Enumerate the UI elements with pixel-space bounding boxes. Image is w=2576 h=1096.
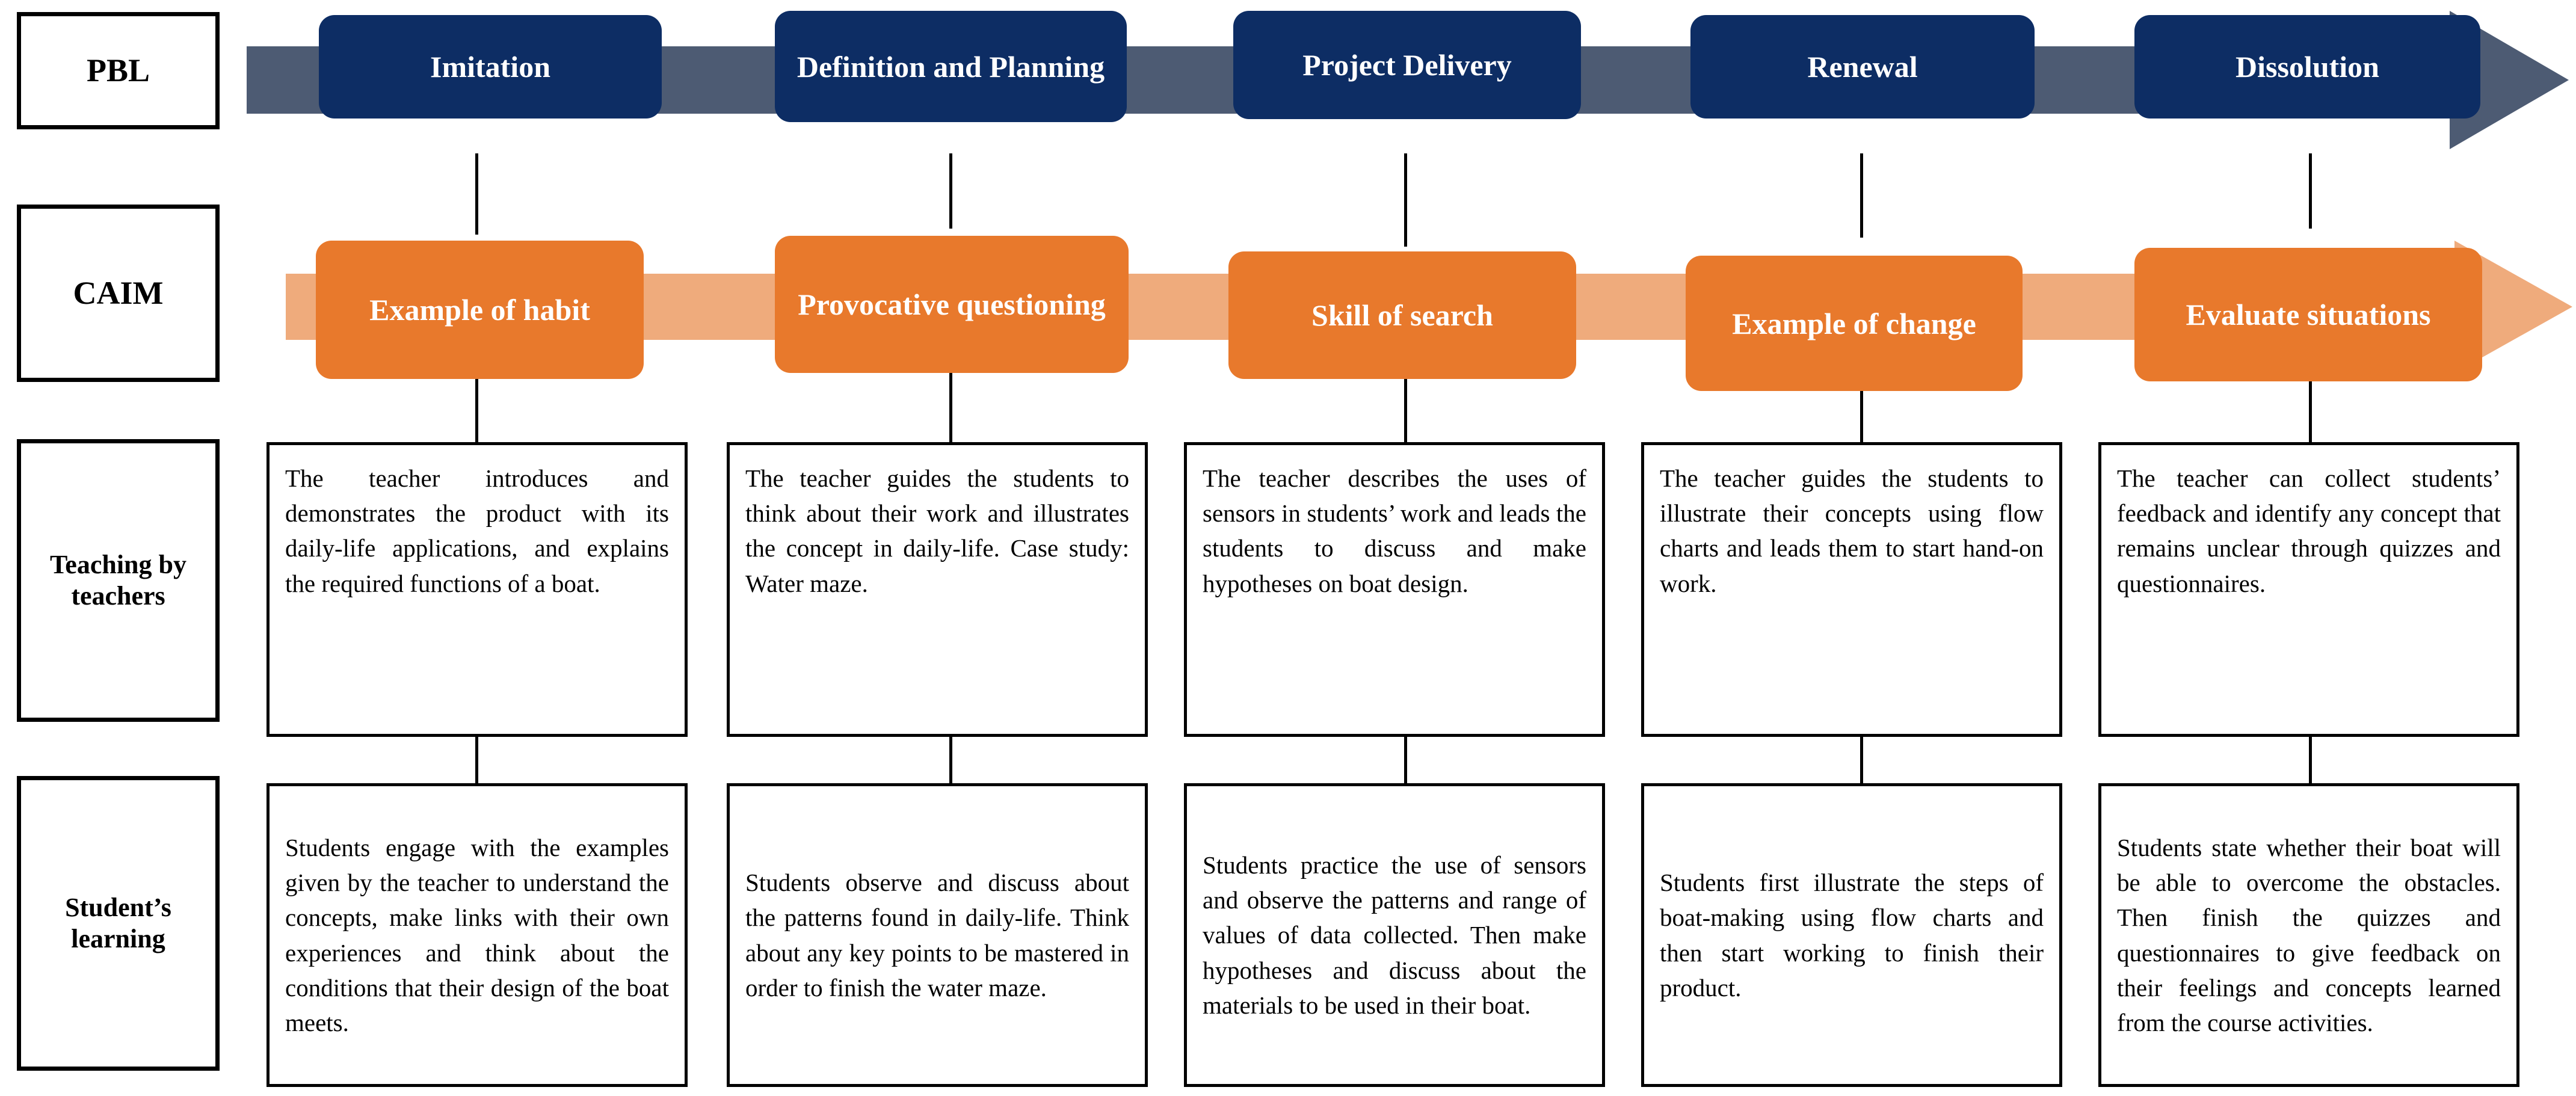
pbl-stage-renewal-label: Renewal <box>1807 50 1918 84</box>
teaching-cell-3: The teacher describes the uses of sensor… <box>1184 442 1605 737</box>
row-label-caim: CAIM <box>17 205 220 382</box>
row-label-pbl: PBL <box>17 12 220 129</box>
student-cell-5-text: Students state whether their boat will b… <box>2117 833 2501 1036</box>
row-label-pbl-text: PBL <box>86 52 150 88</box>
caim-stage-provocative-questioning-label: Provocative questioning <box>798 288 1106 321</box>
teaching-cell-5: The teacher can collect students’ feedba… <box>2098 442 2519 737</box>
caim-stage-example-of-change[interactable]: Example of change <box>1686 256 2023 391</box>
connector-teaching-student-3 <box>1404 737 1407 785</box>
student-cell-3-text: Students practice the use of sensors and… <box>1203 851 1586 1019</box>
student-cell-2: Students observe and discuss about the p… <box>727 783 1148 1087</box>
caim-stage-skill-of-search[interactable]: Skill of search <box>1228 251 1576 379</box>
pbl-stage-imitation-label: Imitation <box>430 50 550 84</box>
connector-pbl-caim-2 <box>949 153 952 229</box>
caim-stage-example-of-habit[interactable]: Example of habit <box>316 241 644 379</box>
student-cell-4-text: Students first illustrate the steps of b… <box>1660 869 2044 1002</box>
caim-stage-provocative-questioning[interactable]: Provocative questioning <box>775 236 1129 373</box>
connector-pbl-caim-5 <box>2309 153 2312 229</box>
teaching-cell-4: The teacher guides the students to illus… <box>1641 442 2062 737</box>
row-label-caim-text: CAIM <box>73 274 164 311</box>
teaching-cell-3-text: The teacher describes the uses of sensor… <box>1203 464 1586 597</box>
teaching-cell-2: The teacher guides the students to think… <box>727 442 1148 737</box>
connector-pbl-caim-4 <box>1860 153 1863 238</box>
teaching-cell-4-text: The teacher guides the students to illus… <box>1660 464 2044 597</box>
student-cell-1-text: Students engage with the examples given … <box>285 833 669 1036</box>
connector-pbl-caim-3 <box>1404 153 1407 247</box>
connector-teaching-student-5 <box>2309 737 2312 785</box>
pbl-stage-project-delivery[interactable]: Project Delivery <box>1233 11 1581 119</box>
pbl-stage-definition-and-planning[interactable]: Definition and Planning <box>775 11 1127 122</box>
connector-caim-teaching-2 <box>949 373 952 442</box>
row-label-teaching-by-teachers: Teaching by teachers <box>17 439 220 722</box>
connector-teaching-student-1 <box>475 737 478 785</box>
connector-caim-teaching-1 <box>475 379 478 442</box>
row-label-teaching-text: Teaching by teachers <box>49 550 186 611</box>
teaching-cell-5-text: The teacher can collect students’ feedba… <box>2117 464 2501 597</box>
connector-caim-teaching-3 <box>1404 379 1407 442</box>
student-cell-3: Students practice the use of sensors and… <box>1184 783 1605 1087</box>
student-cell-5: Students state whether their boat will b… <box>2098 783 2519 1087</box>
pbl-stage-project-delivery-label: Project Delivery <box>1302 48 1512 82</box>
connector-caim-teaching-5 <box>2309 381 2312 442</box>
student-cell-2-text: Students observe and discuss about the p… <box>745 869 1129 1002</box>
pbl-stage-renewal[interactable]: Renewal <box>1690 15 2035 119</box>
connector-teaching-student-2 <box>949 737 952 785</box>
teaching-cell-1: The teacher introduces and demonstrates … <box>267 442 688 737</box>
caim-stage-example-of-habit-label: Example of habit <box>369 293 590 327</box>
teaching-cell-2-text: The teacher guides the students to think… <box>745 464 1129 597</box>
pbl-stage-definition-and-planning-label: Definition and Planning <box>797 49 1105 84</box>
row-label-students-learning: Student’s learning <box>17 776 220 1071</box>
caim-stage-evaluate-situations[interactable]: Evaluate situations <box>2134 248 2482 381</box>
caim-stage-skill-of-search-label: Skill of search <box>1311 298 1493 332</box>
student-cell-1: Students engage with the examples given … <box>267 783 688 1087</box>
pbl-stage-imitation[interactable]: Imitation <box>319 15 662 119</box>
connector-teaching-student-4 <box>1860 737 1863 785</box>
teaching-cell-1-text: The teacher introduces and demonstrates … <box>285 464 669 597</box>
row-label-student-text: Student’s learning <box>65 893 171 953</box>
connector-pbl-caim-1 <box>475 153 478 235</box>
caim-stage-example-of-change-label: Example of change <box>1732 306 1976 340</box>
student-cell-4: Students first illustrate the steps of b… <box>1641 783 2062 1087</box>
pbl-stage-dissolution-label: Dissolution <box>2236 50 2379 84</box>
connector-caim-teaching-4 <box>1860 391 1863 442</box>
caim-stage-evaluate-situations-label: Evaluate situations <box>2186 298 2431 331</box>
pbl-stage-dissolution[interactable]: Dissolution <box>2134 15 2480 119</box>
